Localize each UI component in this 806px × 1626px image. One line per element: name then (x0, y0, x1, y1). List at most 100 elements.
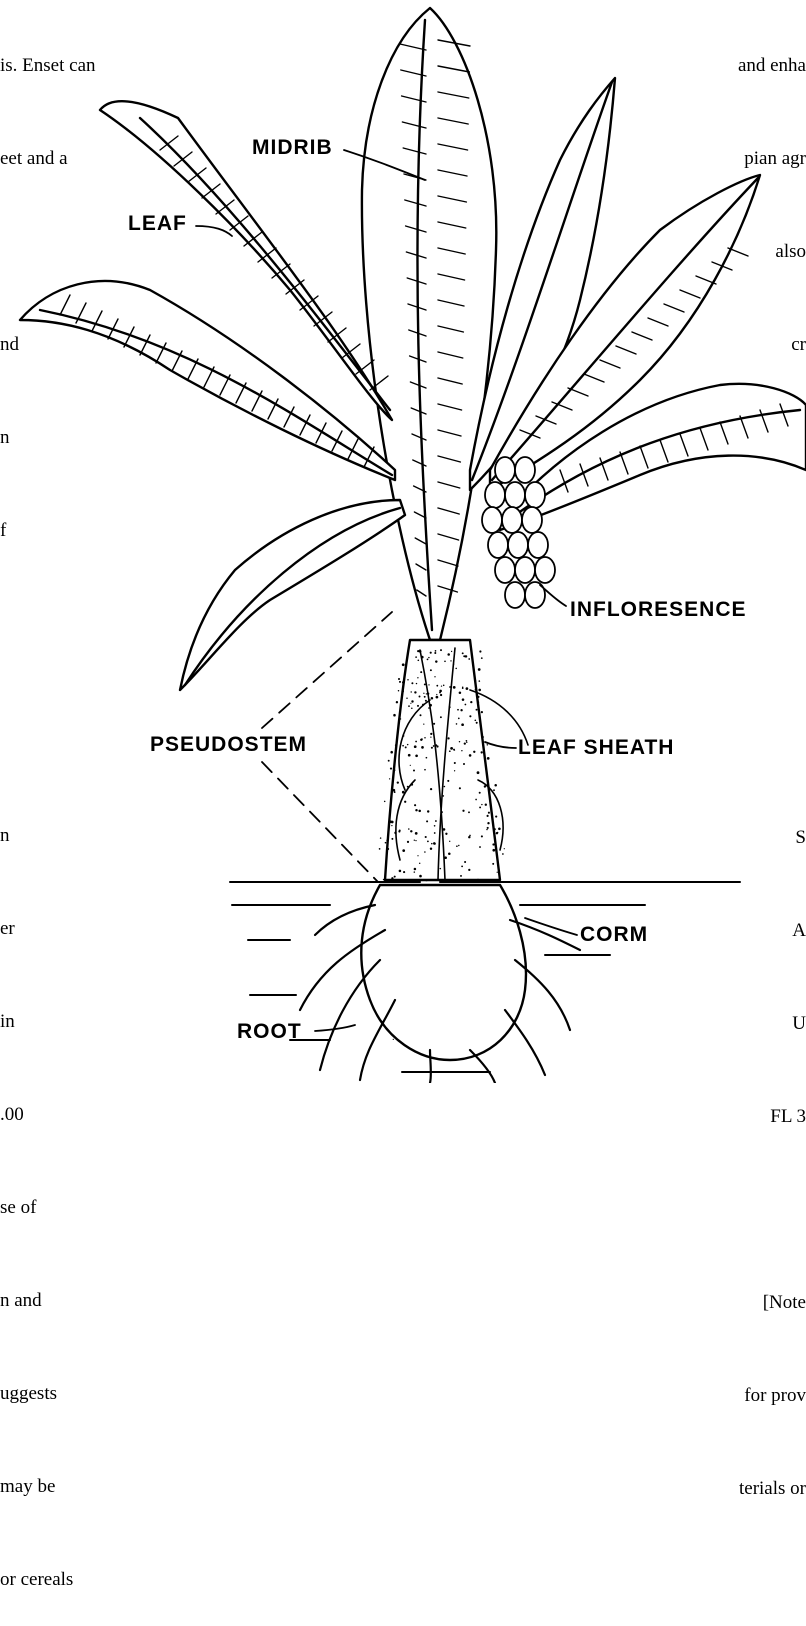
stipple-dot (434, 843, 436, 845)
stipple-dot (423, 723, 424, 724)
stipple-dot (449, 686, 451, 688)
stipple-dot (463, 763, 465, 765)
stipple-dot (431, 747, 433, 749)
stipple-dot (487, 757, 490, 760)
stipple-dot (486, 829, 487, 830)
stipple-dot (434, 832, 436, 834)
stipple-dot (421, 656, 424, 659)
inflorescence-bud (488, 532, 508, 558)
stipple-dot (450, 747, 453, 750)
stipple-dot (459, 787, 461, 789)
stipple-dot (391, 825, 392, 826)
stipple-dot (410, 830, 412, 832)
stipple-dot (415, 840, 416, 841)
stipple-dot (492, 843, 494, 845)
pseudostem-leader-lower (262, 762, 378, 882)
stipple-dot (410, 703, 411, 704)
central-leaf (362, 8, 496, 640)
stipple-dot (411, 700, 413, 702)
stipple-dot (451, 651, 452, 652)
stipple-dot (449, 750, 451, 752)
enset-plant-diagram (0, 0, 806, 1083)
stipple-dot (477, 696, 479, 698)
pseudostem (385, 640, 528, 880)
stipple-dot (395, 744, 397, 746)
stipple-dot (417, 677, 418, 678)
stipple-dot (465, 704, 467, 706)
stipple-dot (430, 733, 432, 735)
stipple-dot (439, 690, 442, 693)
stipple-dot (462, 810, 464, 812)
stipple-dot (387, 848, 389, 850)
stipple-dot (419, 863, 420, 864)
stipple-dot (494, 828, 496, 830)
stipple-dot (403, 735, 405, 737)
stipple-dot (419, 650, 422, 653)
stipple-dot (414, 868, 417, 871)
leaf-leader (196, 226, 232, 236)
stipple-dot (495, 816, 497, 818)
stipple-dot (435, 650, 437, 652)
stipple-dot (399, 870, 402, 873)
stipple-dot (436, 685, 438, 687)
lower-left-leaf (180, 500, 405, 690)
leaves (20, 8, 806, 690)
stipple-dot (410, 765, 411, 766)
stipple-dot (433, 745, 435, 747)
stipple-dot (481, 711, 483, 713)
stipple-dot (474, 670, 475, 671)
stipple-dot (479, 806, 481, 808)
stipple-dot (407, 744, 408, 745)
leaf-sheath-leader (485, 742, 516, 748)
stipple-dot (475, 799, 477, 801)
stipple-dot (418, 810, 421, 813)
stipple-dot (431, 697, 434, 700)
stipple-dot (387, 838, 388, 839)
stipple-dot (448, 852, 451, 855)
corm (361, 885, 526, 1060)
stipple-dot (457, 709, 459, 711)
stipple-dot (487, 827, 489, 829)
stipple-dot (414, 745, 417, 748)
stipple-dot (497, 832, 499, 834)
stipple-dot (417, 855, 418, 856)
stipple-dot (454, 749, 455, 750)
stipple-dot (421, 738, 423, 740)
inflorescence-bud (495, 557, 515, 583)
stipple-dot (398, 721, 400, 723)
stipple-dot (440, 716, 442, 718)
stipple-dot (435, 660, 437, 662)
stipple-dot (485, 804, 487, 806)
stipple-dot (424, 696, 426, 698)
stipple-dot (462, 687, 464, 689)
stipple-dot (479, 680, 481, 682)
stipple-dot (402, 681, 405, 684)
stipple-dot (394, 876, 396, 878)
inflorescence-bud (522, 507, 542, 533)
stipple-dot (473, 751, 475, 753)
stipple-dot (462, 698, 465, 701)
stipple-dot (426, 820, 428, 822)
stipple-dot (436, 745, 438, 747)
stipple-dot (390, 768, 392, 770)
stipple-dot (492, 849, 495, 852)
stipple-dot (435, 820, 437, 822)
stipple-dot (466, 740, 468, 742)
stipple-dot (474, 719, 476, 721)
stipple-dot (440, 694, 442, 696)
stipple-dot (436, 696, 439, 699)
stipple-dot (399, 681, 401, 683)
stipple-dot (414, 691, 416, 693)
stipple-dot (444, 786, 446, 788)
stipple-dot (450, 660, 451, 661)
stipple-dot (394, 791, 396, 793)
stipple-dot (445, 833, 447, 835)
stipple-dot (425, 700, 427, 702)
stipple-dot (494, 784, 497, 787)
stipple-dot (453, 663, 454, 664)
stipple-dot (408, 828, 410, 830)
stipple-dot (460, 709, 462, 711)
stipple-dot (393, 789, 396, 792)
stipple-dot (402, 791, 405, 794)
stipple-dot (388, 760, 390, 762)
